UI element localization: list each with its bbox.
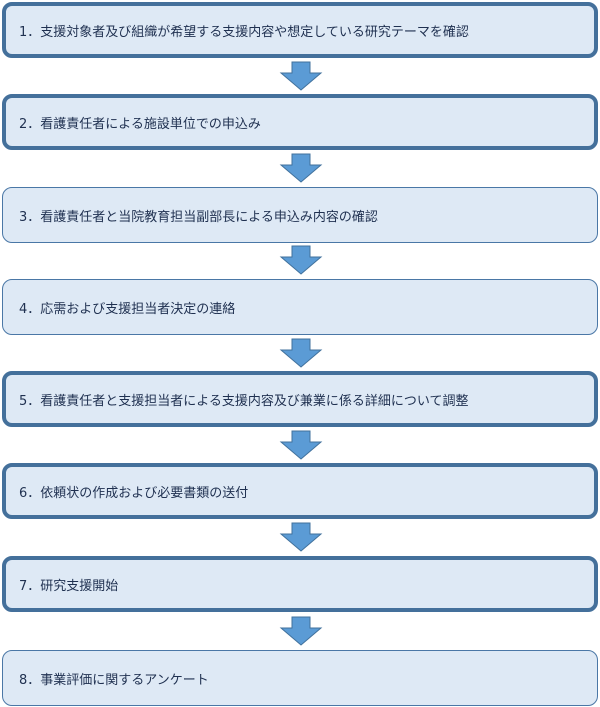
flow-step-6: 6．依頼状の作成および必要書類の送付	[2, 463, 598, 519]
flow-step-5: 5．看護責任者と支援担当者による支援内容及び兼業に係る詳細について調整	[2, 371, 598, 427]
down-arrow-icon	[279, 61, 323, 91]
step-label: 5．看護責任者と支援担当者による支援内容及び兼業に係る詳細について調整	[19, 393, 469, 409]
step-label: 4．応需および支援担当者決定の連絡	[19, 301, 236, 317]
flow-step-8: 8．事業評価に関するアンケート	[2, 650, 598, 706]
step-label: 8．事業評価に関するアンケート	[19, 672, 209, 688]
down-arrow-icon	[279, 153, 323, 183]
flow-step-3: 3．看護責任者と当院教育担当副部長による申込み内容の確認	[2, 187, 598, 243]
step-label: 1．支援対象者及び組織が希望する支援内容や想定している研究テーマを確認	[19, 24, 469, 40]
step-label: 2．看護責任者による施設単位での申込み	[19, 116, 261, 132]
flow-step-2: 2．看護責任者による施設単位での申込み	[2, 94, 598, 150]
flow-step-7: 7．研究支援開始	[2, 556, 598, 612]
step-label: 3．看護責任者と当院教育担当副部長による申込み内容の確認	[19, 209, 378, 225]
down-arrow-icon	[279, 338, 323, 368]
down-arrow-icon	[279, 616, 323, 646]
flow-step-4: 4．応需および支援担当者決定の連絡	[2, 279, 598, 335]
down-arrow-icon	[279, 430, 323, 460]
step-label: 6．依頼状の作成および必要書類の送付	[19, 485, 249, 501]
down-arrow-icon	[279, 522, 323, 552]
step-label: 7．研究支援開始	[19, 578, 119, 594]
flow-step-1: 1．支援対象者及び組織が希望する支援内容や想定している研究テーマを確認	[2, 2, 598, 58]
down-arrow-icon	[279, 245, 323, 275]
